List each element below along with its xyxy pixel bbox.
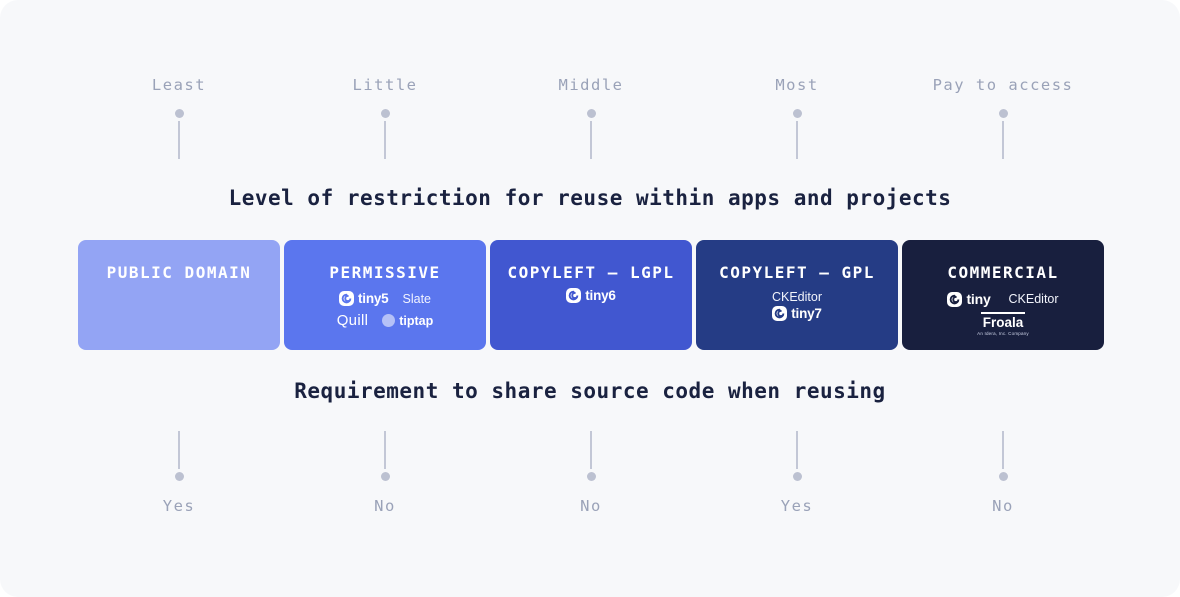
pin-stem [796,431,798,469]
card-title: COPYLEFT — LGPL [507,263,675,282]
tinymce-swirl-icon [566,288,582,303]
pin-dot-icon [998,109,1008,118]
ckeditor-logo: CKEditor [1008,292,1059,306]
card-title: COMMERCIAL [947,263,1059,282]
pin-dot-icon [174,109,184,118]
bottom-pin [792,431,802,481]
pin-dot-icon [380,472,390,481]
top-axis-label: Least [151,76,207,94]
top-axis-label: Pay to access [932,76,1074,94]
top-pins-row [78,109,1104,159]
top-axis-label: Little [352,76,418,94]
bottom-pin [998,431,1008,481]
pin-dot-icon [792,472,802,481]
source-sharing-title: Requirement to share source code when re… [294,379,886,403]
tiny6-logo: tiny6 [566,288,616,303]
card-permissive: PERMISSIVE tiny5 Slate Quill tiptap [284,240,486,350]
bottom-pin [174,431,184,481]
bottom-pin [586,431,596,481]
card-copyleft-lgpl: COPYLEFT — LGPL tiny6 [490,240,692,350]
card-commercial: COMMERCIAL tiny CKEditor Froala An Idera… [902,240,1104,350]
tiny-logo: tiny [947,291,991,307]
top-pin [586,109,596,159]
froala-tagline: An Idera, Inc. Company [977,331,1029,336]
pin-stem [178,431,180,469]
bottom-axis-labels-row: Yes No No Yes No [78,497,1104,515]
pin-stem [1002,121,1004,159]
bottom-axis-label: Yes [780,497,814,515]
tiny5-logo: tiny5 [338,291,389,306]
bottom-pins-row [78,431,1104,481]
pin-stem [590,121,592,159]
froala-logo: Froala An Idera, Inc. Company [977,312,1029,336]
license-cards-row: PUBLIC DOMAIN PERMISSIVE tiny5 Slate Qui… [78,240,1104,350]
pin-dot-icon [586,472,596,481]
pin-stem [384,431,386,469]
tiny7-logo: tiny7 [772,306,822,321]
pin-dot-icon [380,109,390,118]
pin-stem [590,431,592,469]
top-axis-label: Most [775,76,819,94]
bottom-pin [380,431,390,481]
top-pin [792,109,802,159]
pin-dot-icon [586,109,596,118]
top-pin [998,109,1008,159]
bottom-axis-label: No [992,497,1014,515]
quill-logo: Quill [336,312,369,329]
top-pin [174,109,184,159]
pin-dot-icon [792,109,802,118]
tinymce-swirl-icon [947,291,963,307]
restriction-level-title: Level of restriction for reuse within ap… [228,186,952,210]
pin-stem [384,121,386,159]
card-title: COPYLEFT — GPL [719,263,875,282]
bottom-axis-label: No [374,497,396,515]
pin-stem [1002,431,1004,469]
tinymce-swirl-icon [772,306,788,321]
tinymce-swirl-icon [338,291,354,306]
card-title: PERMISSIVE [329,263,441,282]
slate-logo: Slate [402,291,432,306]
card-public-domain: PUBLIC DOMAIN [78,240,280,350]
tiptap-logo: tiptap [382,314,433,328]
pin-stem [178,121,180,159]
bottom-axis-label: No [580,497,602,515]
top-pin [380,109,390,159]
pin-dot-icon [998,472,1008,481]
top-axis-labels-row: Least Little Middle Most Pay to access [78,76,1104,94]
pin-dot-icon [174,472,184,481]
ckeditor-logo: CKEditor [771,290,823,304]
bottom-axis-label: Yes [162,497,196,515]
pin-stem [796,121,798,159]
card-title: PUBLIC DOMAIN [106,263,252,282]
tiptap-circle-icon [382,314,396,327]
top-axis-label: Middle [558,76,624,94]
card-copyleft-gpl: COPYLEFT — GPL CKEditor tiny7 [696,240,898,350]
